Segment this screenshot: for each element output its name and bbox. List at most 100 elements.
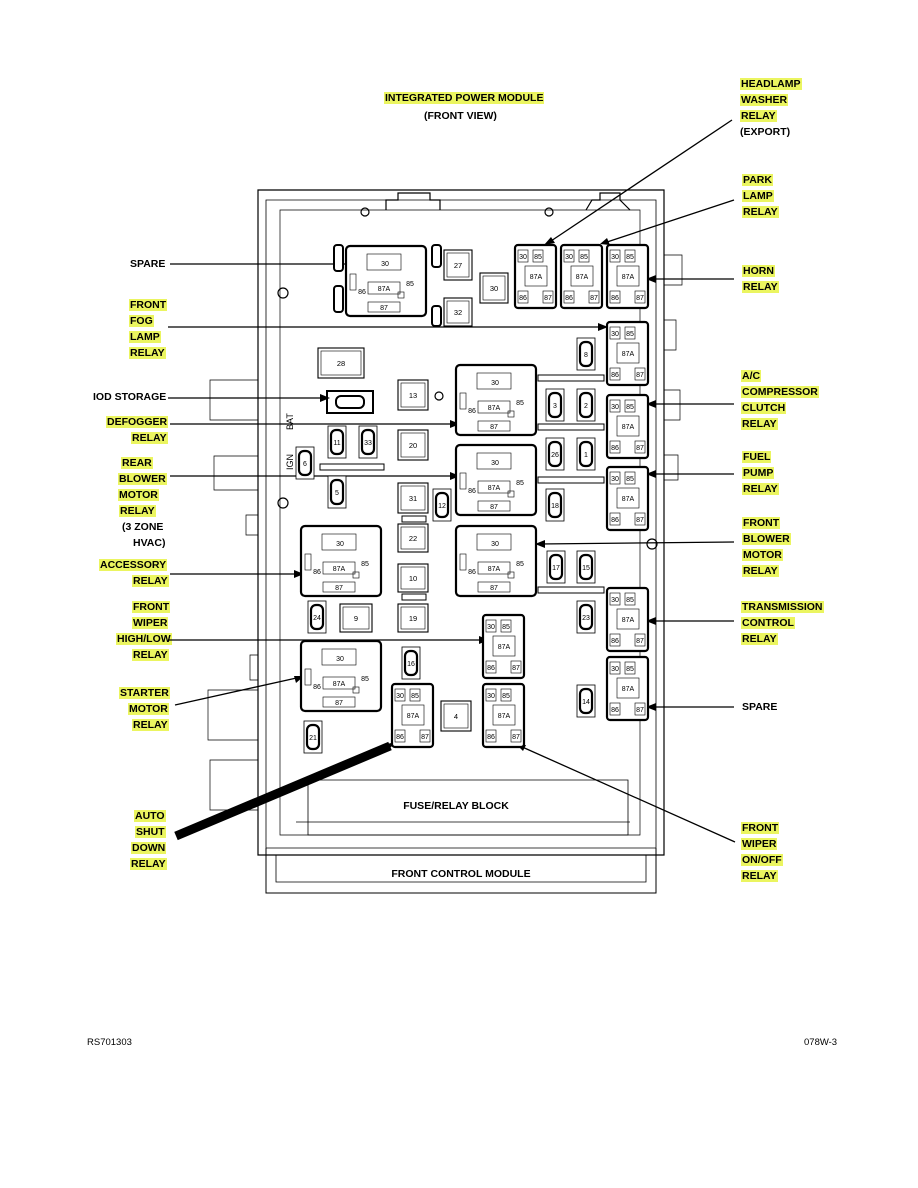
pin-87: 87 [512,665,520,672]
pin-30: 30 [381,261,389,268]
pin-87a: 87A [622,424,635,431]
pin-86: 86 [468,408,476,415]
pin-87: 87 [490,504,498,511]
pin-30: 30 [611,404,619,411]
mini-fuse-label-5: 5 [335,490,339,497]
pin-86: 86 [468,569,476,576]
mini-fuse-label-18: 18 [551,503,559,510]
pin-87: 87 [380,305,388,312]
label-front-fog-lamp-relay: FRONT FOG LAMP RELAY [129,299,168,359]
mini-fuse-3: 3 [545,388,565,422]
pin-87a: 87A [488,405,501,412]
pin-30: 30 [611,331,619,338]
mini-fuse-label-16: 16 [407,661,415,668]
fuse-label-9: 9 [354,614,358,623]
pin-87: 87 [636,517,644,524]
fuse-label-20: 20 [409,441,417,450]
pin-87: 87 [636,707,644,714]
fuse-label-10: 10 [409,574,417,583]
fuse-label-32: 32 [454,308,462,317]
fuse-label-22: 22 [409,534,417,543]
pin-87: 87 [636,638,644,645]
label-headlamp-washer-relay: HEADLAMP WASHER RELAY (EXPORT) [740,78,802,138]
fuse-label-4: 4 [454,712,458,721]
fuse-4: 4 [440,700,472,732]
pin-30: 30 [487,624,495,631]
pin-86: 86 [611,445,619,452]
mini-fuse-16: 16 [401,646,421,680]
pin-85: 85 [580,254,588,261]
mini-fuse-11: 11 [327,425,347,459]
pin-30: 30 [611,476,619,483]
fuse-relay-block-label: FUSE/RELAY BLOCK [403,800,509,812]
fuse-28: 28 [317,347,365,379]
pin-85: 85 [361,676,369,683]
separator-bars [319,374,605,601]
pin-87a: 87A [488,485,501,492]
mini-fuse-label-1: 1 [584,452,588,459]
fuse-9: 9 [339,603,373,633]
pin-86: 86 [611,517,619,524]
pin-87: 87 [335,700,343,707]
pin-85: 85 [502,624,510,631]
iod-storage-fuse [326,390,374,414]
mini-fuse-21: 21 [303,720,323,754]
label-rear-blower-motor-relay: REAR BLOWER MOTOR RELAY [118,457,167,517]
relay-layer: 30 85 86 87A 87 30 85 86 87A 87 30 85 86 87A 87 30 85 86 8… [299,243,650,749]
pin-30: 30 [487,693,495,700]
relay-slot-0 [333,244,344,272]
label-iod-storage: IOD STORAGE [93,391,167,403]
fuse-20: 20 [397,429,429,461]
pin-85: 85 [534,254,542,261]
pin-87: 87 [421,734,429,741]
mini-fuse-23: 23 [576,600,596,634]
fuse-31: 31 [397,482,429,514]
pin-86: 86 [313,569,321,576]
pin-85: 85 [516,480,524,487]
label-front-blower-motor-relay: FRONT BLOWER MOTOR RELAY [742,517,791,577]
label-front-wiper-high-low-relay: FRONT WIPER HIGH/LOW RELAY [116,601,172,661]
pin-30: 30 [491,460,499,467]
fuse-10: 10 [397,563,429,593]
pin-87a: 87A [576,274,589,281]
pin-85: 85 [411,693,419,700]
mini-fuse-5: 5 [327,475,347,509]
label-accessory-relay: ACCESSORY RELAY [99,559,169,587]
label-park-lamp-relay: PARK LAMP RELAY [742,174,779,218]
mini-fuse-17: 17 [546,550,566,584]
pin-87: 87 [512,734,520,741]
fuse-30: 30 [479,272,509,304]
pin-30: 30 [336,656,344,663]
pin-87: 87 [636,445,644,452]
fuse-label-19: 19 [409,614,417,623]
pin-85: 85 [626,404,634,411]
mini-fuse-26: 26 [545,437,565,471]
pin-87a: 87A [622,496,635,503]
pin-87: 87 [636,295,644,302]
leader-lines [168,119,736,843]
mini-fuse-18: 18 [545,488,565,522]
pin-87a: 87A [622,686,635,693]
pin-86: 86 [611,638,619,645]
ac-compressor-clutch-relay: 30 85 87A 86 87 [605,393,650,460]
fuse-27: 27 [443,249,473,281]
pin-86: 86 [358,289,366,296]
fuse-label-28: 28 [337,359,345,368]
footer-left-code: RS701303 [87,1037,132,1048]
pin-87a: 87A [488,566,501,573]
pin-87: 87 [544,295,552,302]
pin-87: 87 [490,424,498,431]
diagram-subtitle: (FRONT VIEW) [424,110,497,122]
label-defogger-relay: DEFOGGER RELAY [106,416,169,444]
pin-86: 86 [313,684,321,691]
pin-86: 86 [565,295,573,302]
